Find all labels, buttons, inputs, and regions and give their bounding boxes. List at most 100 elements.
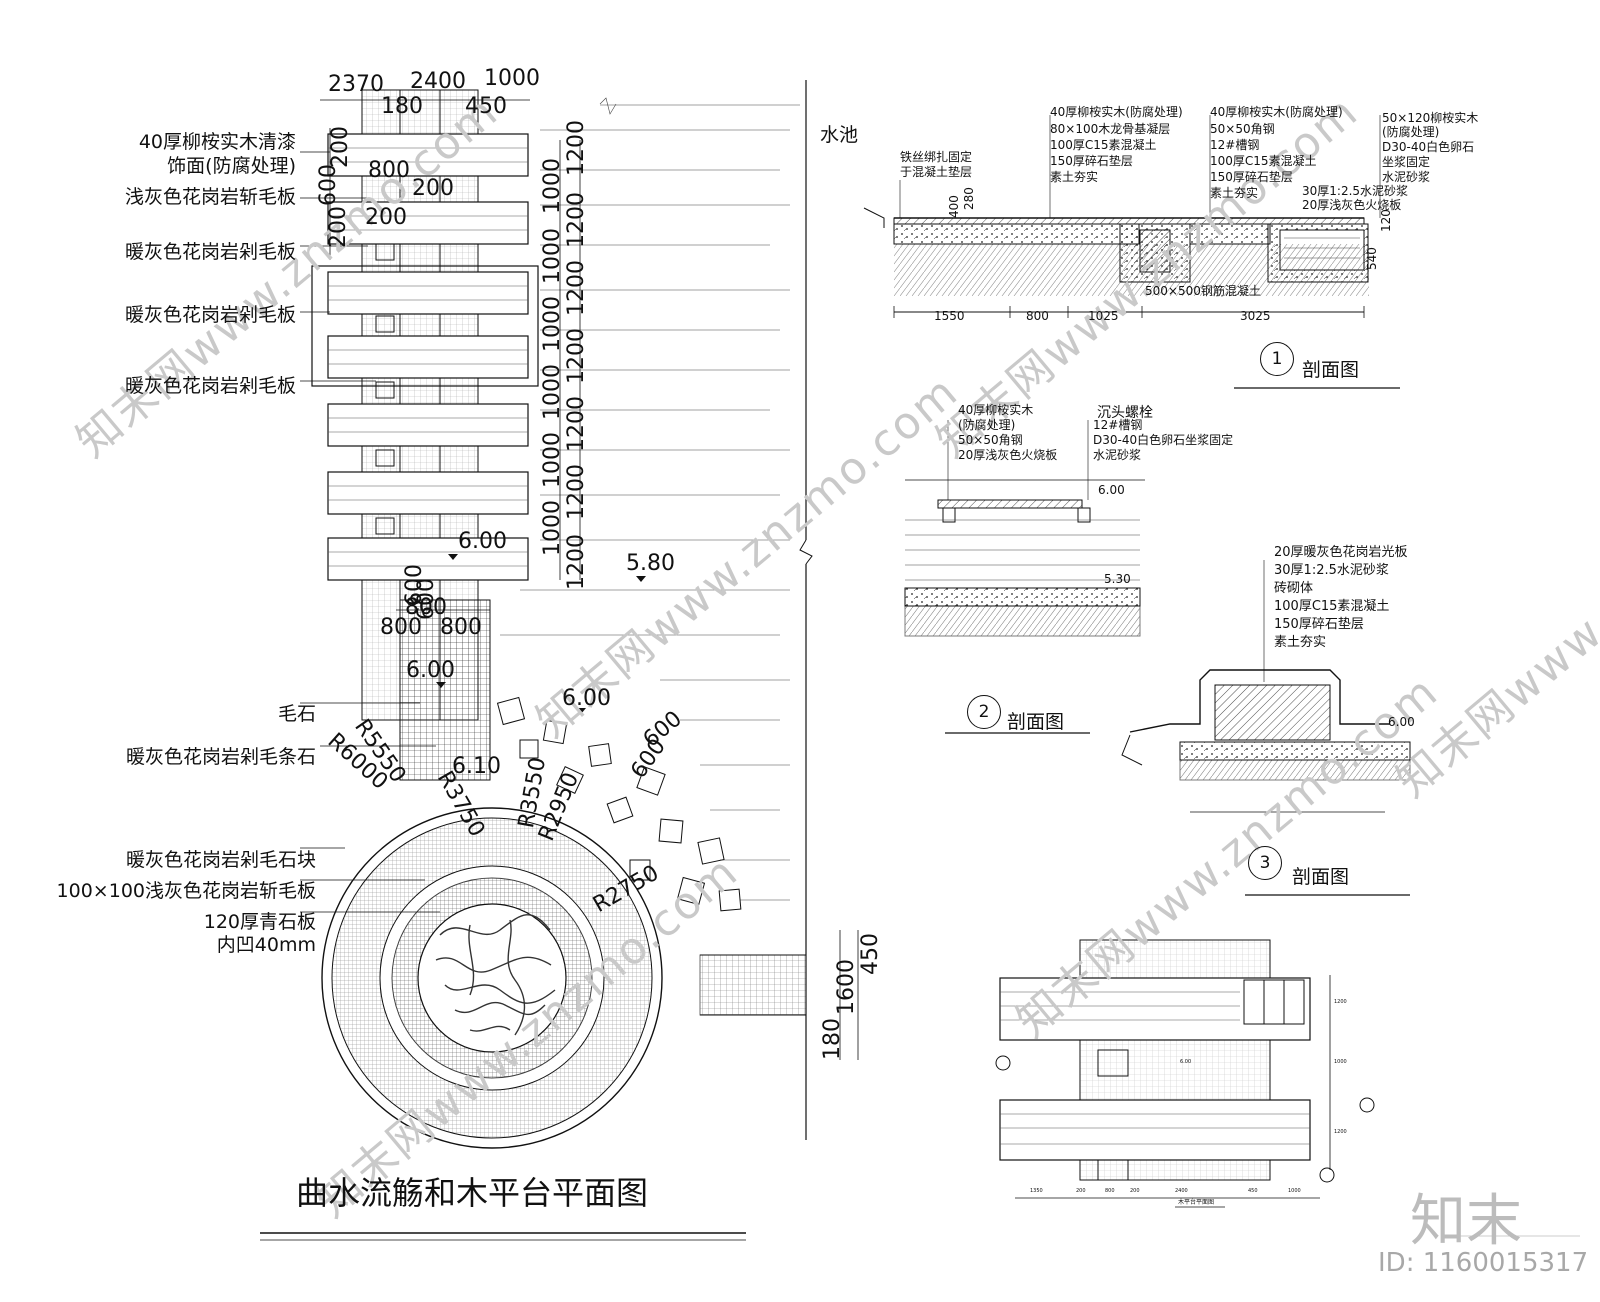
dim-1200-2: 1200 <box>564 192 589 248</box>
dim-450: 450 <box>465 94 507 119</box>
dim-2400: 2400 <box>410 69 466 94</box>
dim-200-a: 200 <box>328 126 353 168</box>
s3-note-3: 100厚C15素混凝土 <box>1274 599 1390 614</box>
dim-450-east: 450 <box>858 933 883 975</box>
label-100x100-granite: 100×100浅灰色花岗岩斩毛板 <box>56 880 316 902</box>
s3-number: 3 <box>1248 846 1282 880</box>
s1-number: 1 <box>1260 342 1294 376</box>
s1-note-d3: 坐浆固定 <box>1382 155 1431 169</box>
dim-1200-1: 1200 <box>564 120 589 176</box>
dim-1200-3: 1200 <box>564 260 589 316</box>
s1-dim-1025: 1025 <box>1088 309 1119 323</box>
deck-dim-800: 800 <box>1105 1188 1115 1194</box>
s1-note-b2: 100厚C15素混凝土 <box>1050 138 1157 152</box>
label-rubble-stone: 毛石 <box>277 703 316 725</box>
plan-drawing <box>260 80 859 1241</box>
s1-note-c2: 12#槽钢 <box>1210 138 1260 152</box>
s2-note-l2: 50×50角钢 <box>958 433 1023 447</box>
dim-1000-5: 1000 <box>540 432 565 488</box>
deck-dim-450: 450 <box>1248 1188 1258 1194</box>
deck-dim-2400: 2400 <box>1175 1188 1188 1194</box>
label-granite-blocks: 暖灰色花岗岩剁毛石块 <box>125 849 316 871</box>
s1-dim-400: 400 <box>947 195 961 218</box>
s1-note-c0: 40厚柳桉实木(防腐处理) <box>1210 105 1343 119</box>
s1-note-c1: 50×50角钢 <box>1210 122 1275 136</box>
deck-plan-drawing <box>995 939 1375 1208</box>
s3-title: 剖面图 <box>1292 866 1350 888</box>
dim-2370: 2370 <box>328 72 384 97</box>
deck-vdim-1000: 1000 <box>1334 1059 1347 1065</box>
dim-800-small: 800 <box>368 158 410 183</box>
s1-note-d2: D30-40白色卵石 <box>1382 140 1475 154</box>
s1-note-d6: 20厚浅灰色火烧板 <box>1302 198 1402 212</box>
s1-note-d0: 50×120柳桉实木 <box>1382 111 1479 125</box>
s3-note-0: 20厚暖灰色花岗岩光板 <box>1274 545 1408 560</box>
deck-dim-200-a: 200 <box>1076 1188 1086 1194</box>
elev-6-00-a: 6.00 <box>458 529 507 554</box>
label-warm-grey-granite-2: 暖灰色花岗岩剁毛板 <box>124 304 296 326</box>
s1-note-b1: 80×100木龙骨基凝层 <box>1050 122 1171 136</box>
dim-600-neck-b: 600 <box>414 578 439 620</box>
s1-note-d4: 水泥砂浆 <box>1382 170 1431 184</box>
deck-title: 木平台平面图 <box>1178 1199 1215 1206</box>
s2-elev-5-30: 5.30 <box>1104 572 1131 586</box>
deck-vdim-1200-b: 1200 <box>1334 1129 1347 1135</box>
s2-note-l1: (防腐处理) <box>958 418 1016 432</box>
deck-elev: 6.00 <box>1180 1059 1192 1065</box>
section-3-drawing <box>1121 560 1411 896</box>
s2-note-l0: 40厚柳桉实木 <box>958 403 1034 417</box>
dim-1200-7: 1200 <box>564 534 589 590</box>
s2-note-r1: 12#槽钢 <box>1093 418 1143 432</box>
s1-dim-3025: 3025 <box>1240 309 1271 323</box>
image-id: ID: 1160015317 <box>1378 1248 1589 1278</box>
label-wood-finish-2: 饰面(防腐处理) <box>167 155 296 177</box>
dim-1200-5: 1200 <box>564 396 589 452</box>
dim-200-c: 200 <box>365 205 407 230</box>
brand-watermark: 知末 <box>1410 1189 1522 1254</box>
label-recess: 内凹40mm <box>216 934 316 956</box>
dim-800-neck-a: 800 <box>405 595 447 620</box>
dim-800-neck-c: 800 <box>440 615 482 640</box>
s1-note-c3: 100厚C15素混凝土 <box>1210 154 1317 168</box>
section-1-drawing <box>863 115 1400 389</box>
s2-note-l3: 20厚浅灰色火烧板 <box>958 448 1058 462</box>
s3-note-5: 素土夯实 <box>1274 635 1327 650</box>
dim-1000-4: 1000 <box>540 364 565 420</box>
label-wood-finish: 40厚柳桉实木清漆 <box>138 131 296 153</box>
dim-1000-3: 1000 <box>540 296 565 352</box>
s3-note-4: 150厚碎石垫层 <box>1274 617 1364 632</box>
deck-vdim-1200-a: 1200 <box>1334 999 1347 1005</box>
s1-dim-120: 120 <box>1379 209 1393 232</box>
s1-note-b0: 40厚柳桉实木(防腐处理) <box>1050 105 1183 119</box>
s1-note-a0: 铁丝绑扎固定 <box>900 150 973 164</box>
label-warm-grey-granite-3: 暖灰色花岗岩剁毛板 <box>124 375 296 397</box>
plan-title: 曲水流觞和木平台平面图 <box>296 1174 649 1212</box>
deck-dim-1000: 1000 <box>1288 1188 1301 1194</box>
deck-dim-1350: 1350 <box>1030 1188 1043 1194</box>
s1-dim-1550: 1550 <box>934 309 965 323</box>
s1-title: 剖面图 <box>1302 359 1360 381</box>
s2-note-r3: 水泥砂浆 <box>1093 448 1142 462</box>
dim-200-b: 200 <box>412 176 454 201</box>
s1-dim-280: 280 <box>962 187 976 210</box>
label-bluestone: 120厚青石板 <box>203 911 316 933</box>
s3-note-1: 30厚1:2.5水泥砂浆 <box>1274 563 1389 578</box>
s1-note-b4: 素土夯实 <box>1050 170 1099 184</box>
elev-5-80: 5.80 <box>626 551 675 576</box>
s1-note-c5: 素土夯实 <box>1210 186 1259 200</box>
s1-note-a1: 于混凝土垫层 <box>900 165 973 179</box>
dim-180: 180 <box>381 94 423 119</box>
dim-600: 600 <box>316 164 341 206</box>
s3-note-2: 砖砌体 <box>1274 581 1314 596</box>
dim-800-neck-b: 800 <box>380 615 422 640</box>
dim-1000-6: 1000 <box>540 500 565 556</box>
dim-1000-2: 1000 <box>540 228 565 284</box>
s1-note-d1: (防腐处理) <box>1382 125 1440 139</box>
s1-dim-540: 540 <box>1365 247 1379 270</box>
s1-dim-800: 800 <box>1026 309 1049 323</box>
s1-note-b3: 150厚碎石垫层 <box>1050 154 1133 168</box>
elev-6-00-b: 6.00 <box>406 658 455 683</box>
s2-note-r2: D30-40白色卵石坐浆固定 <box>1093 433 1234 447</box>
elev-6-10: 6.10 <box>452 754 501 779</box>
